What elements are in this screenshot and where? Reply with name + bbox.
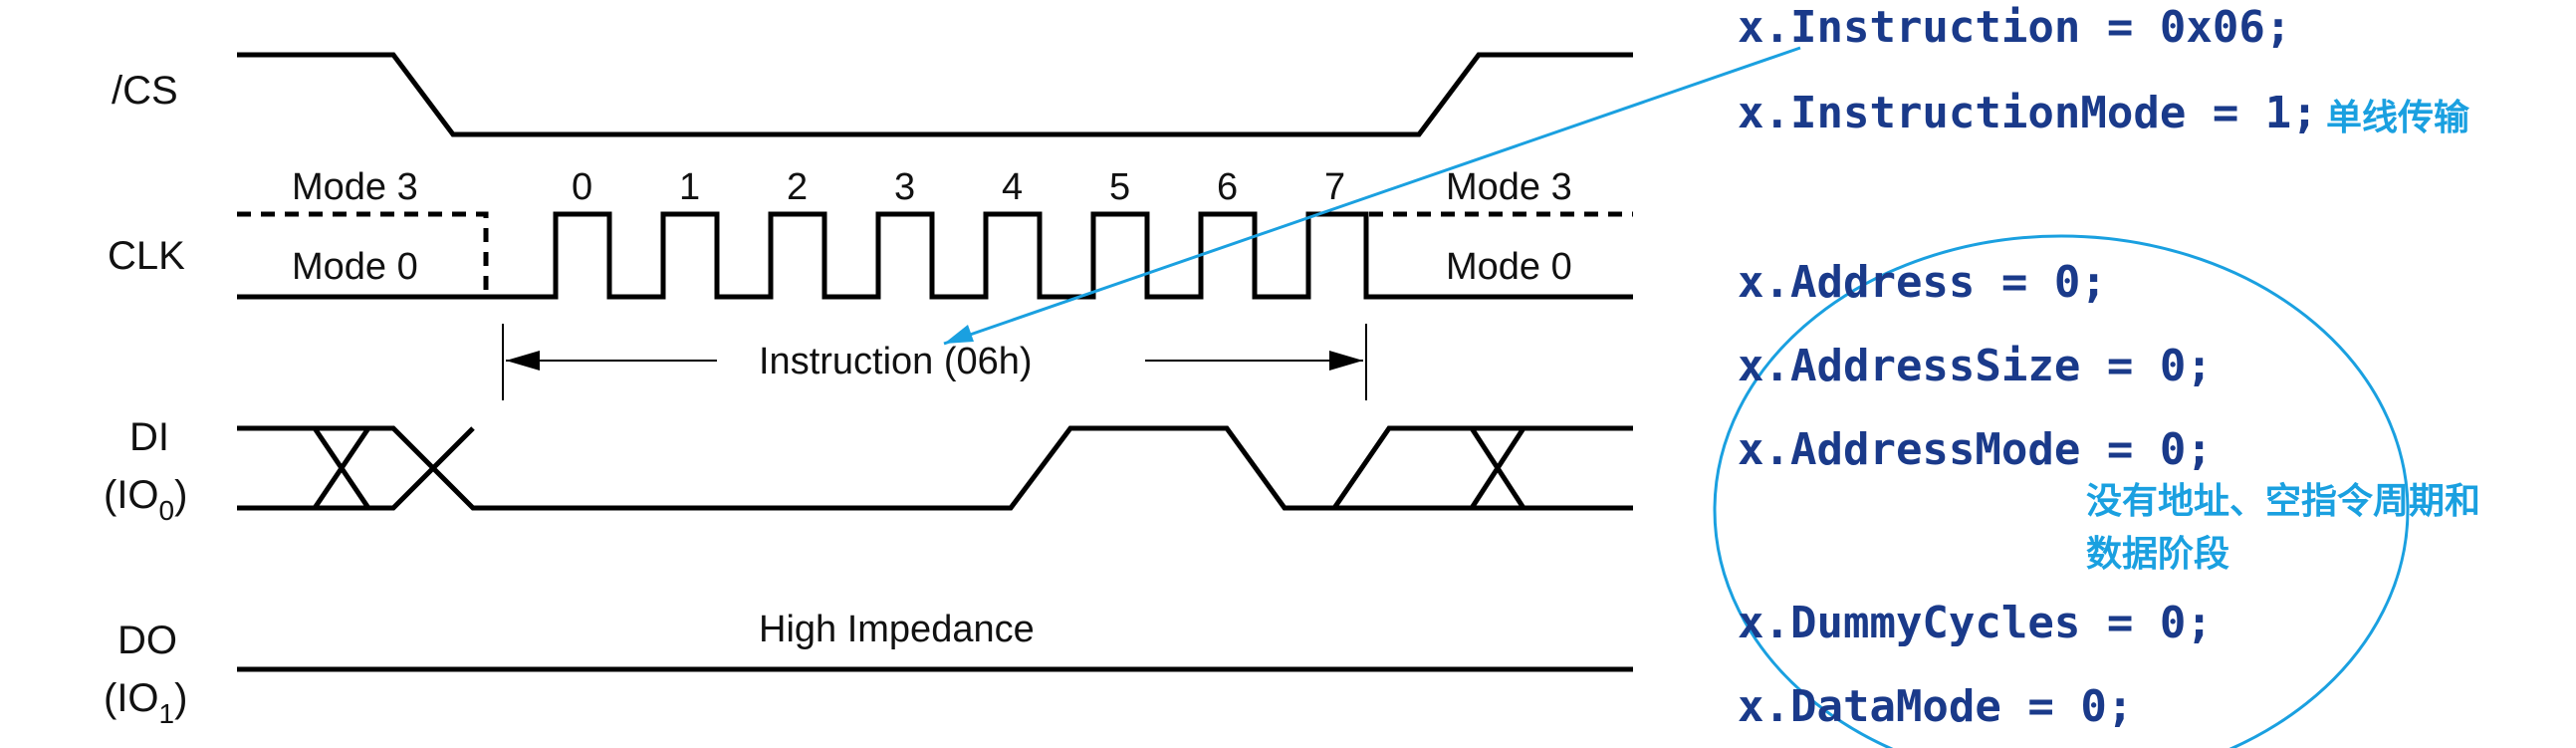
svg-text:(IO1): (IO1) — [104, 676, 187, 729]
clk-cycle-6: 6 — [1217, 166, 1238, 208]
note-single-line: 单线传输 — [2326, 98, 2470, 138]
code-line-dummy-cycles: x.DummyCycles = 0; — [1738, 598, 2213, 648]
clk-waveform — [237, 211, 1633, 300]
clk-mode0-right: Mode 0 — [1446, 246, 1572, 288]
note-no-phases-1: 没有地址、空指令周期和 — [2086, 481, 2480, 522]
instruction-arrowhead-left — [506, 351, 540, 371]
di-io-label: (IO0) — [104, 473, 187, 526]
di-waveform — [237, 425, 1633, 511]
cs-label: /CS — [112, 69, 178, 113]
clk-mode3-right: Mode 3 — [1446, 166, 1572, 208]
code-line-address-mode: x.AddressMode = 0; — [1738, 424, 2213, 475]
clk-cycle-7: 7 — [1324, 166, 1345, 208]
high-impedance-label: High Impedance — [759, 609, 1035, 650]
do-io-label: (IO1) — [104, 676, 187, 729]
clk-label: CLK — [108, 234, 185, 278]
annotation-pointer-line — [943, 46, 1801, 346]
code-line-instruction: x.Instruction = 0x06; — [1738, 2, 2291, 53]
do-label: DO — [117, 619, 177, 662]
clk-cycle-1: 1 — [679, 166, 700, 208]
code-line-instruction-mode: x.InstructionMode = 1; — [1738, 88, 2318, 138]
code-line-address-size: x.AddressSize = 0; — [1738, 341, 2213, 391]
instruction-arrowhead-right — [1329, 351, 1363, 371]
clk-dashed-left — [237, 211, 489, 294]
clk-cycle-0: 0 — [572, 166, 592, 208]
note-no-phases-2: 数据阶段 — [2086, 534, 2229, 575]
clk-cycle-4: 4 — [1002, 166, 1023, 208]
annotation-circle — [1713, 234, 2410, 748]
svg-text:(IO0): (IO0) — [104, 473, 187, 526]
instruction-label: Instruction (06h) — [759, 341, 1033, 382]
di-label: DI — [129, 415, 169, 459]
code-line-data-mode: x.DataMode = 0; — [1738, 681, 2133, 732]
clk-mode0-left: Mode 0 — [292, 246, 418, 288]
clk-cycle-2: 2 — [787, 166, 808, 208]
cs-waveform — [237, 52, 1633, 137]
clk-mode3-left: Mode 3 — [292, 166, 418, 208]
annotation-pointer-arrowhead — [944, 325, 974, 344]
code-line-address: x.Address = 0; — [1738, 257, 2107, 308]
clk-cycle-5: 5 — [1109, 166, 1130, 208]
clk-cycle-3: 3 — [894, 166, 915, 208]
